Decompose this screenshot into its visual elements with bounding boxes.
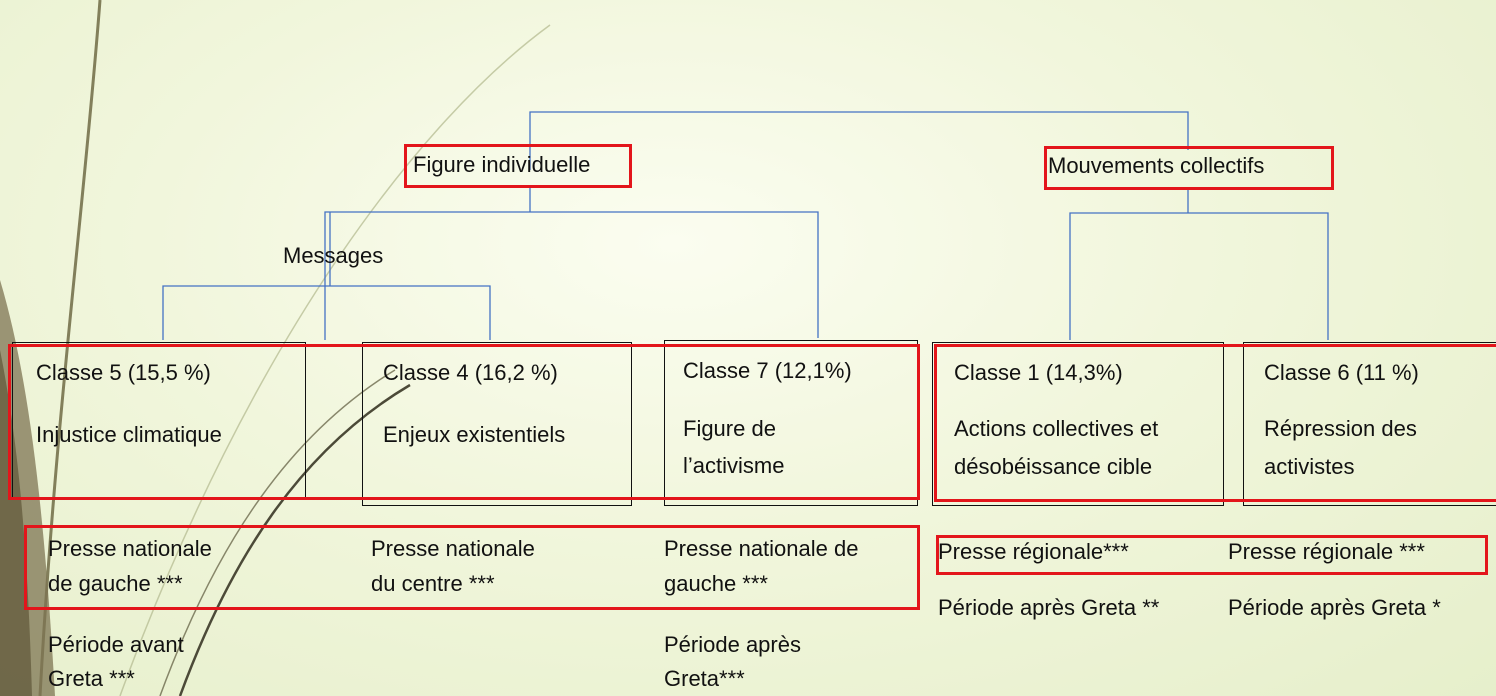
classe-6-title: Classe 6 (11 %) [1264,360,1419,385]
classe-4-title: Classe 4 (16,2 %) [383,360,558,385]
figure-individuelle-classes-highlight [8,344,920,500]
classe-7-periode-line2: Greta*** [664,666,745,691]
classe-5-presse-line2: de gauche *** [48,571,183,596]
classe-6-presse-line1: Presse régionale *** [1228,539,1425,564]
classe-7-title: Classe 7 (12,1%) [683,358,852,383]
classe-5-presse-line1: Presse nationale [48,536,212,561]
classe-6-periode-line1: Période après Greta * [1228,595,1441,620]
classe-4-line1: Enjeux existentiels [383,422,566,447]
classe-4-box [362,342,632,506]
classe-7-line1: Figure de [683,416,776,441]
messages-label: Messages [283,243,384,268]
classe-5-line1: Injustice climatique [36,422,222,447]
classe-4-presse-line1: Presse nationale [371,536,535,561]
mouvements-collectifs-highlight [1044,146,1334,190]
figure-individuelle-label: Figure individuelle [413,152,591,177]
classe-5-periode-line2: Greta *** [48,666,135,691]
mouvements-collectifs-split [1069,212,1329,340]
classe-7-periode-line1: Période après [664,632,801,657]
classe-6-line1: Répression des [1264,416,1417,441]
classe-6-box [1243,342,1496,506]
classe-6-line2: activistes [1264,454,1355,479]
classe-4-presse-line2: du centre *** [371,571,495,596]
classe-7-line2: l’activisme [683,453,785,478]
classe-1-presse-line1: Presse régionale*** [938,539,1129,564]
classe-1-periode-line1: Période après Greta ** [938,595,1160,620]
classe-7-presse-line2: gauche *** [664,571,768,596]
classe-7-presse-line1: Presse nationale de [664,536,859,561]
mouvements-collectifs-label: Mouvements collectifs [1048,153,1265,178]
mouvements-collectifs-classes-highlight [934,344,1496,502]
figure-individuelle-highlight [404,144,632,188]
classe-1-title: Classe 1 (14,3%) [954,360,1123,385]
classe-1-line1: Actions collectives et [954,416,1159,441]
figure-individuelle-split [324,211,819,340]
presse-regionale-highlight [936,535,1488,575]
root-connector [529,111,1189,170]
classe-1-box [932,342,1224,506]
messages-split [162,285,491,340]
classe-5-periode-line1: Période avant [48,632,184,657]
classe-5-title: Classe 5 (15,5 %) [36,360,211,385]
presse-nationale-highlight [24,525,920,610]
classe-1-line2: désobéissance cible [954,454,1153,479]
